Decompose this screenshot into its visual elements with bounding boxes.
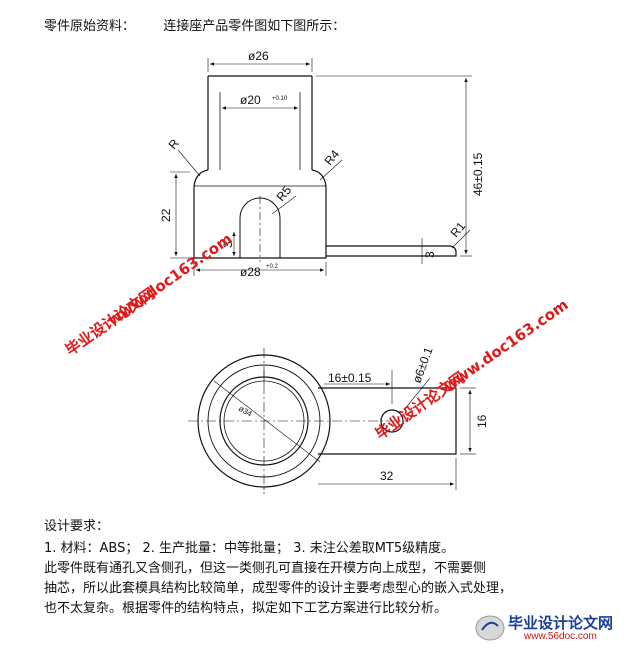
dim-radius-tab: R1: [448, 219, 469, 240]
dim-bore-tolerance: +0.10: [272, 96, 288, 102]
dim-hole-spacing: 16±0.15: [328, 371, 372, 385]
requirements-paragraph-3: 也不太复杂。根据零件的结构特点，拟定如下工艺方案进行比较分析。: [44, 601, 448, 616]
logo-url: www.56doc.com: [524, 631, 597, 642]
dim-radius-shoulder: R4: [322, 147, 343, 168]
dim-tab-length: 32: [380, 469, 394, 483]
requirements-list: 1. 材料：ABS； 2. 生产批量：中等批量； 3. 未注公差取MT5级精度。: [44, 541, 455, 556]
watermark-cn-1: 毕业设计论文网: [62, 284, 158, 359]
dim-radius-top: R: [166, 136, 183, 152]
front-view: [170, 58, 472, 276]
dim-base-diameter: ø28: [240, 265, 261, 279]
dim-total-height: 46±0.15: [471, 152, 485, 196]
dim-base-tolerance: +0.2: [266, 264, 279, 270]
header-label: 零件原始资料：: [44, 19, 136, 34]
logo-icon: [475, 615, 505, 641]
requirements-paragraph-1: 此零件既有通孔又含侧孔，但这一类侧孔可直接在开模方向上成型，不需要侧: [44, 561, 487, 576]
header-description: 连接座产品零件图如下图所示：: [163, 19, 346, 34]
site-logo: 毕业设计论文网 www.56doc.com: [474, 612, 634, 644]
requirements-title: 设计要求：: [44, 519, 110, 534]
dim-base-height: 22: [159, 208, 173, 222]
dim-bore-diameter: ø20: [240, 93, 261, 107]
top-view: [188, 348, 476, 494]
dim-tab-thickness: 3: [423, 251, 437, 258]
dim-hole-diameter: ø6±0.1: [410, 345, 436, 385]
dim-tab-width: 16: [475, 414, 489, 428]
header-line: 零件原始资料： 连接座产品零件图如下图所示：: [44, 18, 345, 36]
dim-inner-diameter: ø34: [237, 404, 254, 419]
watermarks: www.doc163.com 毕业设计论文网 www.doc163.com 毕业…: [62, 230, 572, 444]
dim-outer-diameter: ø26: [248, 49, 269, 63]
dim-small: 3: [221, 241, 235, 248]
requirements-paragraph-2: 抽芯，所以此套模具结构比较简单，成型零件的设计主要考虑型心的嵌入式处理，: [44, 581, 513, 596]
front-view-labels: ø26 ø20 +0.10 ø28 +0.2 46±0.15 22 R R4 R…: [159, 49, 485, 279]
logo-title: 毕业设计论文网: [508, 614, 614, 632]
